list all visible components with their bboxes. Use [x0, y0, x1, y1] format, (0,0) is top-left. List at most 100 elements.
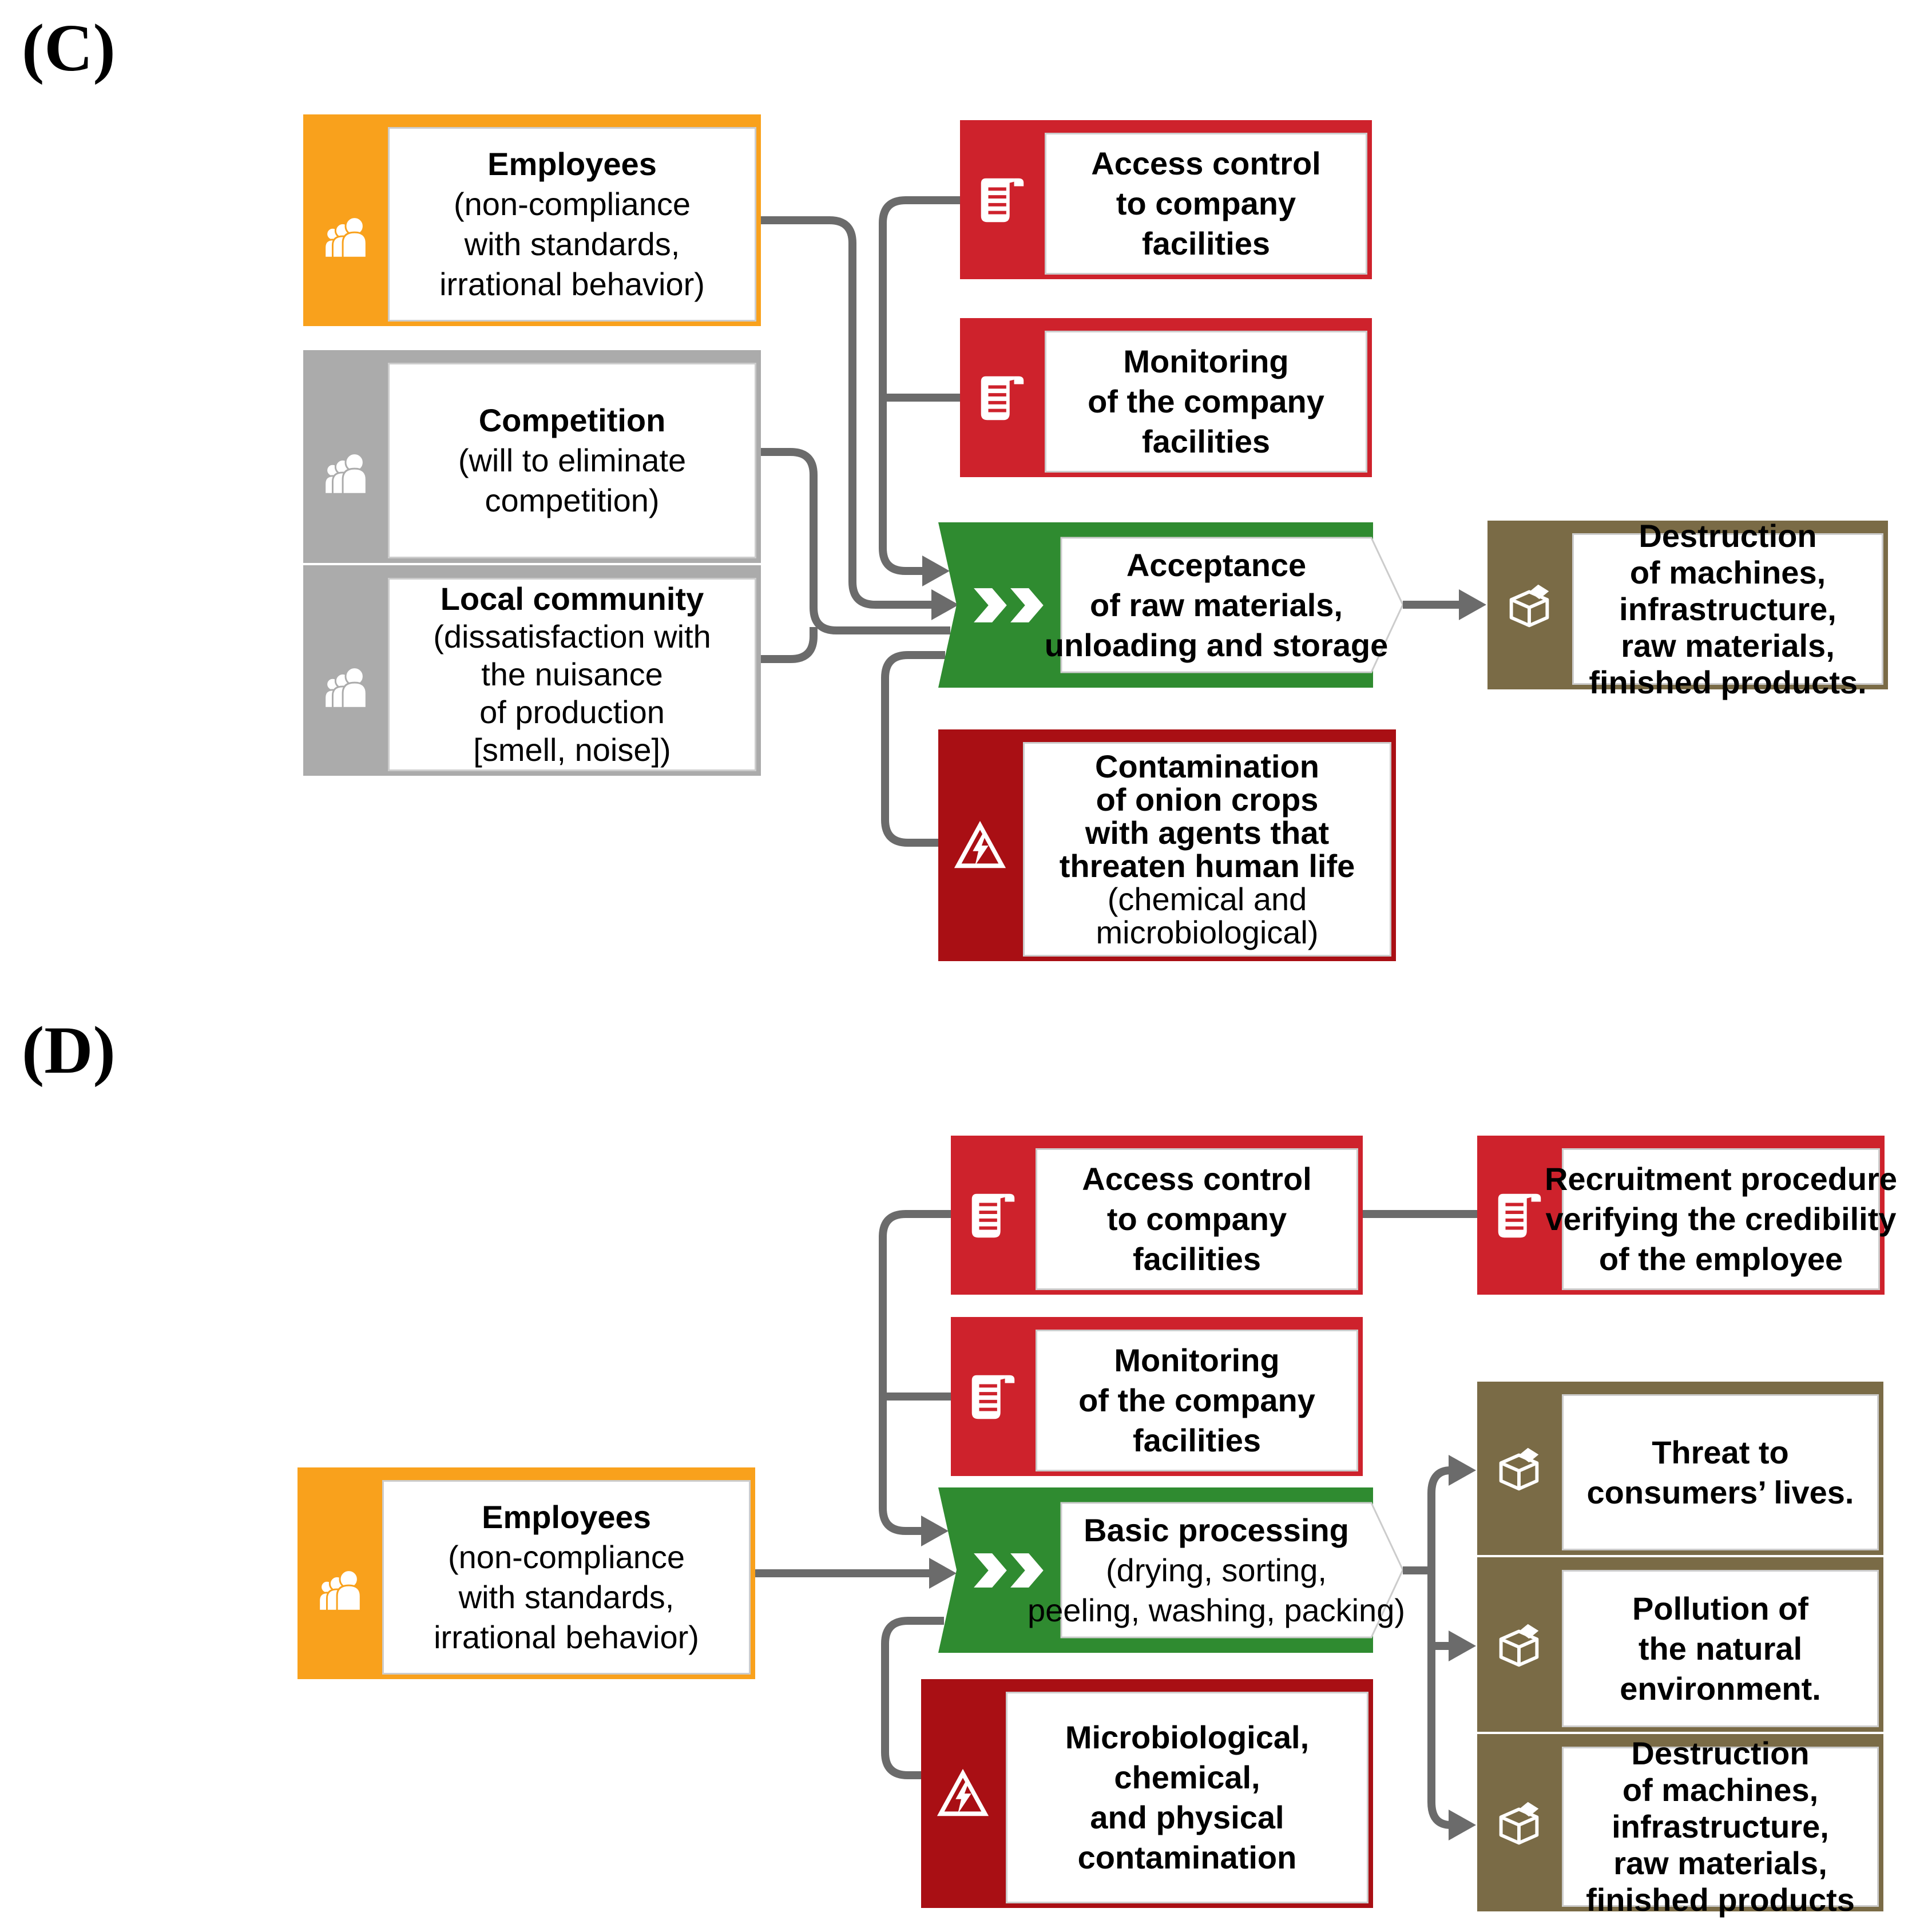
text-line: raw materials,	[1613, 1845, 1827, 1881]
scroll-icon	[974, 172, 1030, 228]
text-line: of the company	[1088, 383, 1324, 419]
connector-safeguards-trunk-c	[879, 196, 960, 575]
text-line: with standards,	[464, 226, 680, 262]
scroll-icon	[965, 1187, 1021, 1243]
connector-acceptance-to-contamination	[881, 651, 945, 847]
text-line: infrastructure,	[1619, 590, 1836, 627]
text-line: Access control	[1091, 145, 1321, 181]
package-icon	[1491, 1795, 1547, 1851]
text-line: with standards,	[458, 1579, 675, 1615]
text-line: irrational behavior)	[434, 1619, 699, 1655]
connector-basic-processing-fork	[1403, 1466, 1451, 1829]
text-line: contamination	[1077, 1839, 1297, 1875]
connector-local-community-brace	[761, 627, 818, 663]
package-icon	[1501, 577, 1557, 633]
text-line: Recruitment procedure	[1544, 1161, 1898, 1197]
text-line: with agents that	[1085, 814, 1330, 851]
people-icon	[317, 443, 373, 499]
process-white-panel	[1060, 1502, 1403, 1639]
text-line: Employees	[487, 146, 657, 182]
text-line: to company	[1116, 185, 1296, 221]
text-line: of the employee	[1598, 1241, 1843, 1277]
text-line: peeling, washing, packing)	[1028, 1592, 1405, 1628]
text-line: (drying, sorting,	[1106, 1552, 1327, 1588]
arrowhead	[1449, 1455, 1476, 1486]
text-line: Threat to	[1652, 1434, 1789, 1470]
text-line: Monitoring	[1123, 343, 1289, 379]
process-basic-processing: Basic processing(drying, sorting,peeling…	[938, 1487, 1405, 1653]
package-icon	[1491, 1441, 1547, 1497]
text-line: Microbiological,	[1065, 1719, 1310, 1755]
text-line: of raw materials,	[1090, 586, 1343, 623]
arrowhead	[1449, 1810, 1476, 1840]
box-panel: Monitoring of the company facilities	[1045, 331, 1367, 473]
text-line: facilities	[1132, 1241, 1262, 1277]
text-line: of the company	[1078, 1382, 1315, 1418]
text-line: raw materials,	[1621, 627, 1835, 664]
package-icon	[1491, 1617, 1547, 1673]
text-line: Acceptance	[1126, 546, 1307, 583]
arrowhead	[929, 1558, 957, 1589]
text-line: facilities	[1132, 1422, 1262, 1458]
text-line: environment.	[1620, 1670, 1821, 1707]
text-line: of production	[479, 694, 665, 730]
warning-icon	[935, 1766, 991, 1822]
process-arrow-shape	[938, 522, 1403, 688]
text-line: the natural	[1638, 1630, 1803, 1667]
text-line: Monitoring	[1114, 1342, 1280, 1378]
text-line: Competition	[478, 402, 666, 438]
text-line: of onion crops	[1096, 781, 1319, 818]
arrowhead	[921, 1516, 949, 1546]
text-line: unloading and storage	[1044, 626, 1389, 663]
box-panel: Basic processing(drying, sorting,peeling…	[1028, 1487, 1405, 1653]
text-line: (chemical and	[1107, 880, 1307, 917]
text-line: of machines,	[1629, 554, 1826, 590]
text-line: the nuisance	[481, 656, 663, 692]
text-line: of machines,	[1622, 1772, 1819, 1808]
text-line: competition)	[485, 482, 660, 518]
text-line: threaten human life	[1059, 847, 1355, 884]
box-text: Monitoring of the company facilities	[1078, 1340, 1315, 1461]
text-line: Destruction	[1639, 517, 1817, 554]
process-white-panel	[1060, 537, 1403, 673]
panel-d-label: (D)	[22, 1013, 116, 1088]
box-monitoring-d: Monitoring of the company facilities	[951, 1317, 1363, 1476]
connector-safeguards-trunk-d	[879, 1210, 951, 1535]
text-line: and physical	[1090, 1799, 1284, 1835]
text-line: Access control	[1082, 1161, 1312, 1197]
arrowhead	[1459, 589, 1486, 620]
scroll-icon	[965, 1368, 1021, 1425]
text-line: microbiological)	[1096, 914, 1319, 950]
text-line: facilities	[1141, 423, 1271, 459]
box-monitoring-c: Monitoring of the company facilities	[960, 318, 1372, 477]
